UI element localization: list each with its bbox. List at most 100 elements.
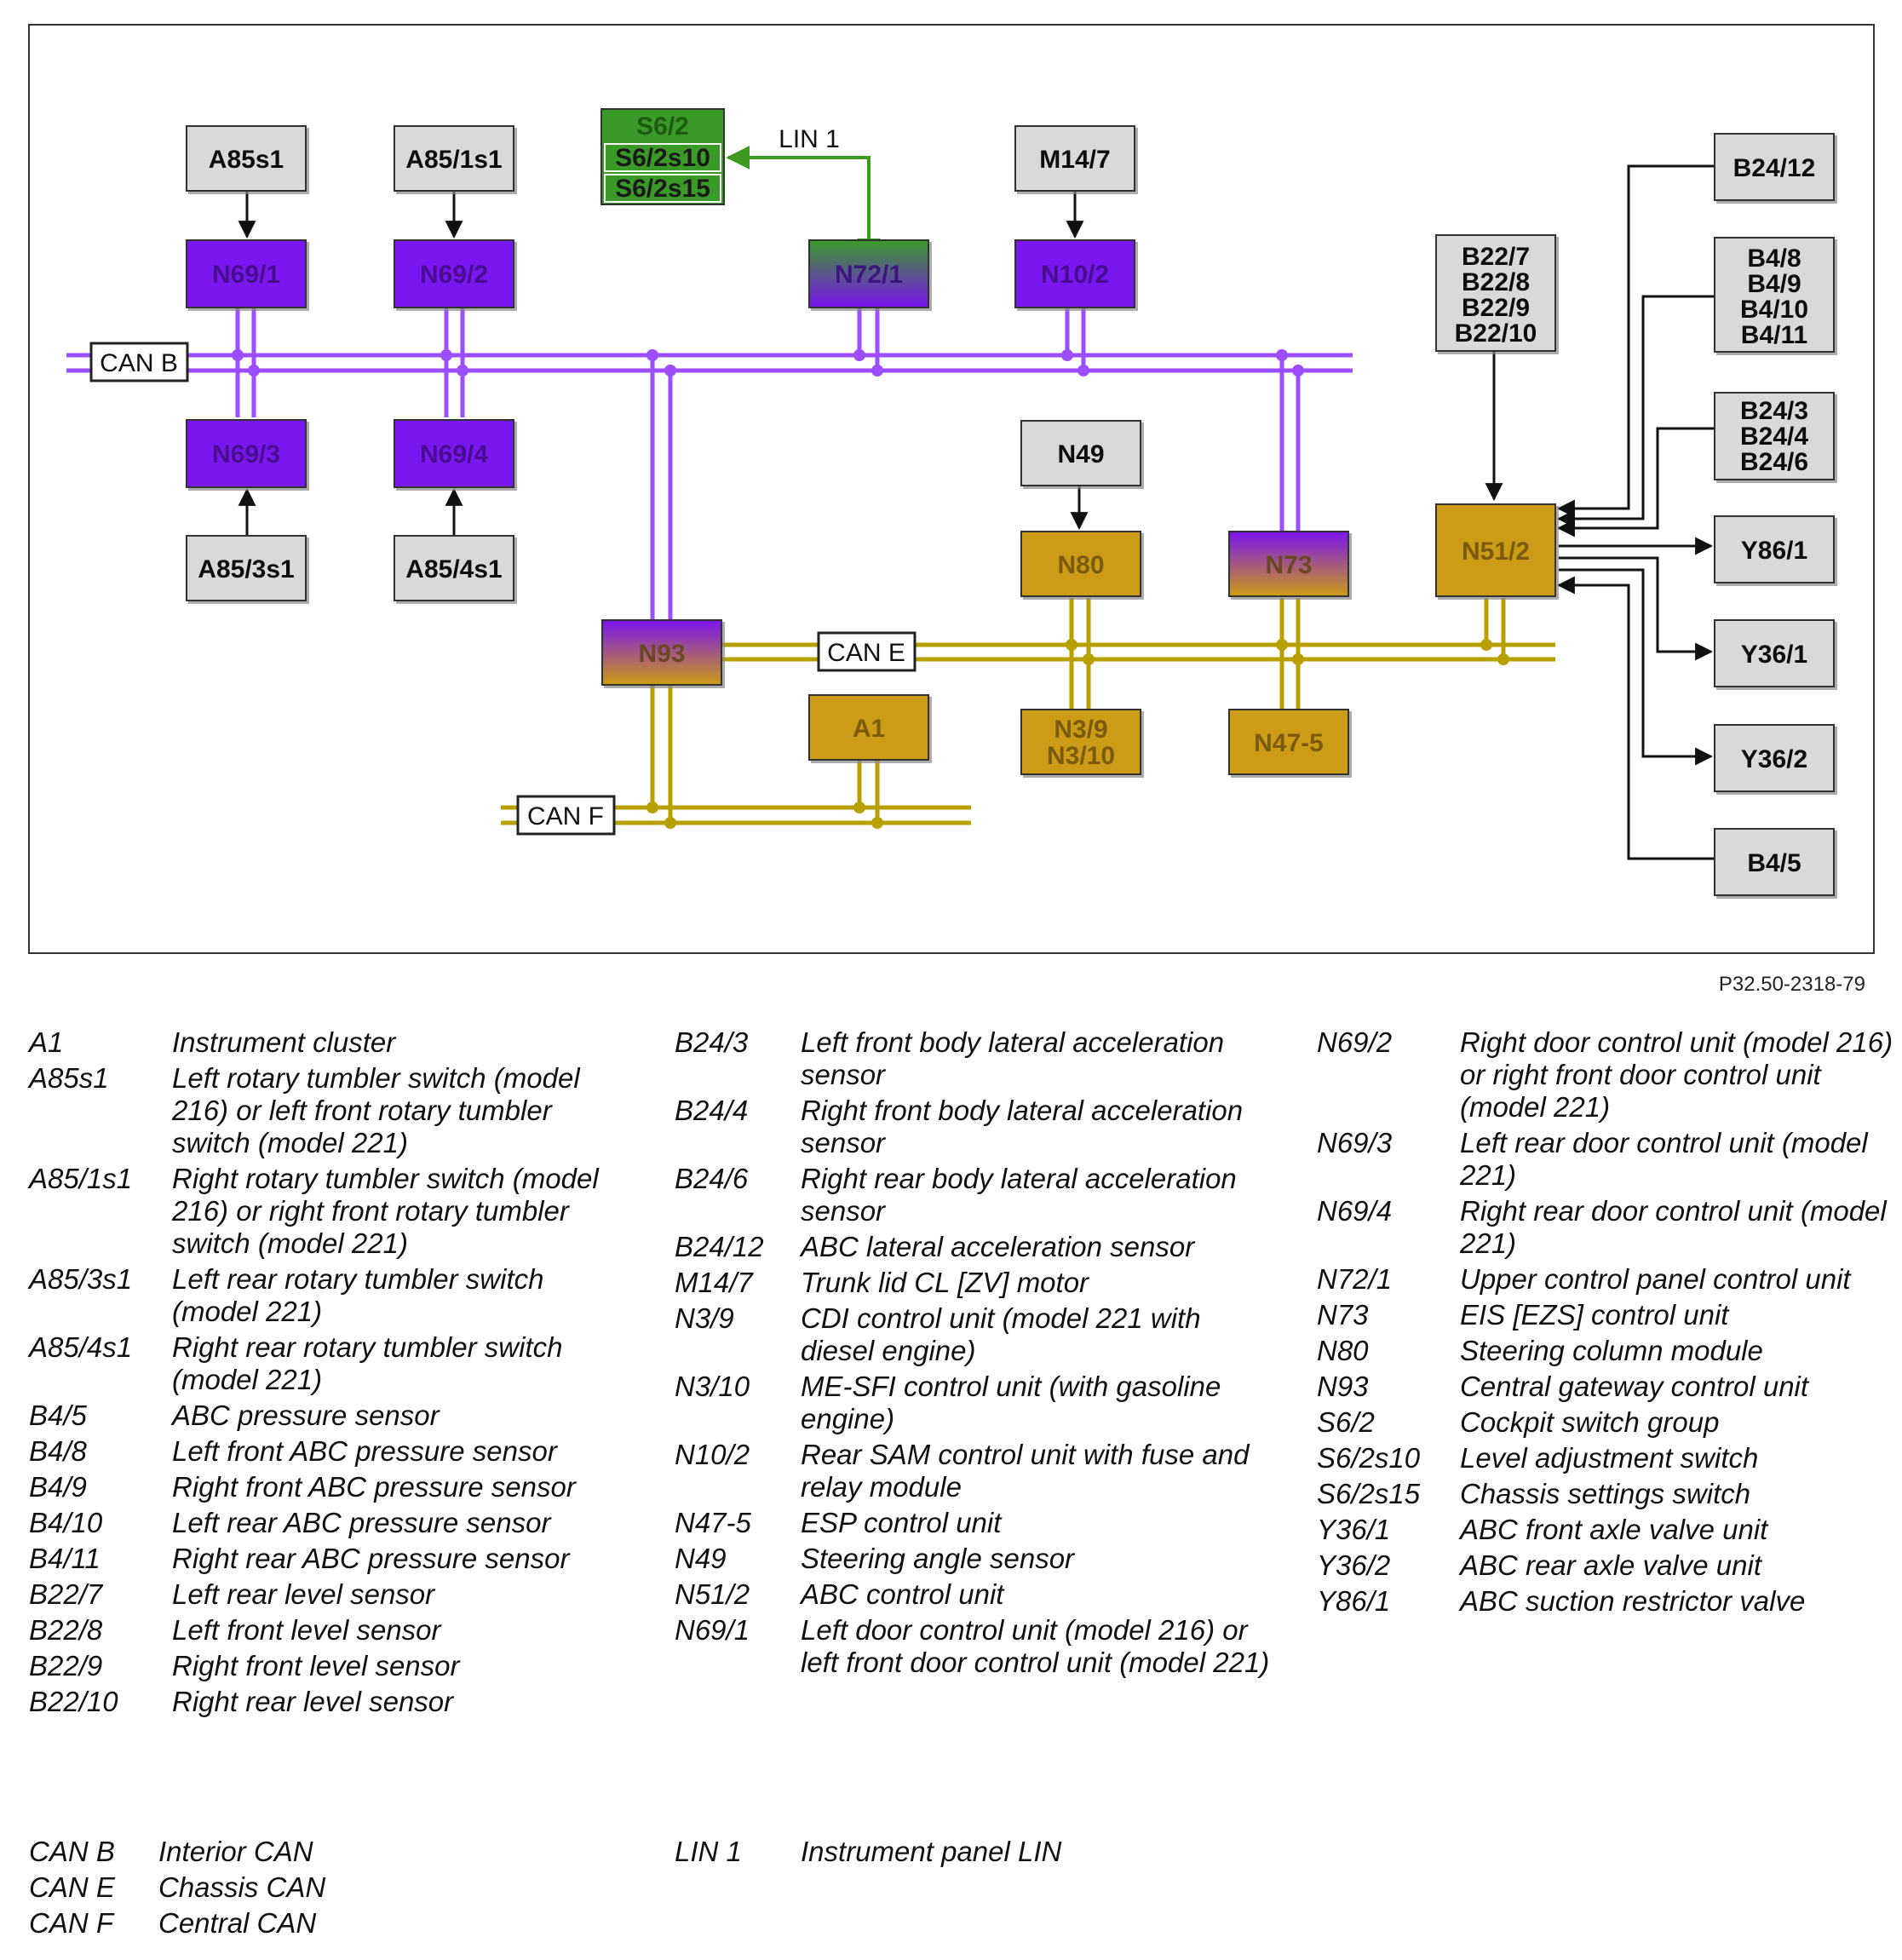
legend-code: Y86/1 bbox=[1317, 1585, 1391, 1617]
svg-text:N47-5: N47-5 bbox=[1254, 729, 1324, 757]
legend-code: B24/6 bbox=[675, 1163, 749, 1194]
legend-description: Chassis CAN bbox=[158, 1871, 326, 1903]
legend-code: CAN B bbox=[29, 1836, 115, 1867]
legend-code: N69/2 bbox=[1317, 1026, 1393, 1058]
legend-entry: N3/9 CDI control unit (model 221 with die… bbox=[675, 1302, 1271, 1367]
legend-code: B22/10 bbox=[29, 1686, 118, 1717]
legend-description: Central gateway control unit bbox=[1460, 1371, 1809, 1402]
legend-description: Left rotary tumbler switch (model 216) o… bbox=[172, 1062, 580, 1158]
component-n10-2: N10/2 bbox=[1014, 239, 1135, 308]
svg-text:B4/9: B4/9 bbox=[1747, 270, 1801, 298]
legend-description: Chassis settings switch bbox=[1460, 1478, 1751, 1509]
legend-code: A1 bbox=[29, 1026, 64, 1058]
network-diagram: CAN B CAN E CAN F LIN 1 A85s1 A85/1s1 A8… bbox=[28, 24, 1875, 954]
signal-arrows bbox=[238, 164, 1714, 860]
legend-description: ABC front axle valve unit bbox=[1460, 1514, 1768, 1545]
component-b22-group: B22/7 B22/8 B22/9 B22/10 bbox=[1435, 234, 1556, 352]
legend-code: N49 bbox=[675, 1543, 727, 1574]
legend-description: ABC control unit bbox=[801, 1578, 1004, 1610]
svg-text:B4/10: B4/10 bbox=[1740, 296, 1808, 324]
legend-description: ESP control unit bbox=[801, 1507, 1002, 1538]
can-b-label: CAN B bbox=[100, 349, 178, 377]
legend-code: A85s1 bbox=[29, 1062, 109, 1094]
svg-text:Y36/2: Y36/2 bbox=[1741, 745, 1807, 773]
lin-1-label: LIN 1 bbox=[779, 125, 840, 153]
component-n73: N73 bbox=[1228, 531, 1349, 597]
legend-entry: A85s1 Left rotary tumbler switch (model 2… bbox=[29, 1062, 608, 1159]
lin-1-line bbox=[726, 146, 881, 262]
legend-description: ABC suction restrictor valve bbox=[1460, 1585, 1806, 1617]
svg-text:B24/12: B24/12 bbox=[1733, 154, 1816, 182]
legend-entry: Y86/1 ABC suction restrictor valve bbox=[1317, 1585, 1896, 1618]
svg-text:A1: A1 bbox=[853, 715, 885, 743]
svg-text:M14/7: M14/7 bbox=[1039, 146, 1110, 174]
legend-description: Left door control unit (model 216) or le… bbox=[801, 1614, 1270, 1678]
legend-entry: B4/9 Right front ABC pressure sensor bbox=[29, 1471, 608, 1503]
svg-text:N69/3: N69/3 bbox=[212, 440, 280, 468]
svg-text:N80: N80 bbox=[1057, 551, 1104, 579]
legend-description: Left rear level sensor bbox=[172, 1578, 435, 1610]
legend-code: N3/9 bbox=[675, 1302, 734, 1334]
legend-description: Right rear door control unit (model 221) bbox=[1460, 1195, 1887, 1259]
legend-code: N93 bbox=[1317, 1371, 1369, 1402]
svg-text:Y86/1: Y86/1 bbox=[1741, 537, 1807, 565]
component-n93: N93 bbox=[601, 619, 722, 686]
svg-text:A85s1: A85s1 bbox=[209, 146, 284, 174]
legend-code: B4/9 bbox=[29, 1471, 87, 1503]
component-n69-3: N69/3 bbox=[186, 419, 307, 488]
legend-description: CDI control unit (model 221 with diesel … bbox=[801, 1302, 1201, 1366]
component-a1: A1 bbox=[808, 694, 929, 761]
can-b-junctions bbox=[232, 349, 1304, 376]
legend-description: Right front ABC pressure sensor bbox=[172, 1471, 576, 1503]
legend-description: Central CAN bbox=[158, 1907, 317, 1939]
component-b4-5: B4/5 bbox=[1714, 828, 1835, 896]
legend-description: Steering column module bbox=[1460, 1335, 1763, 1366]
svg-text:B4/8: B4/8 bbox=[1747, 244, 1801, 273]
legend-description: ABC rear axle valve unit bbox=[1460, 1549, 1761, 1581]
component-a85-3s1: A85/3s1 bbox=[186, 535, 307, 601]
svg-text:N3/9: N3/9 bbox=[1054, 716, 1107, 744]
component-a85-4s1: A85/4s1 bbox=[394, 535, 514, 601]
legend-description: Cockpit switch group bbox=[1460, 1406, 1720, 1438]
svg-text:B22/7: B22/7 bbox=[1462, 243, 1530, 271]
component-m14-7: M14/7 bbox=[1014, 125, 1135, 192]
legend-entry: N93 Central gateway control unit bbox=[1317, 1371, 1896, 1403]
legend-code: S6/2s10 bbox=[1317, 1442, 1421, 1474]
svg-text:B24/6: B24/6 bbox=[1740, 448, 1808, 476]
svg-text:B4/11: B4/11 bbox=[1741, 321, 1807, 349]
diagram-frame bbox=[28, 24, 1875, 954]
legend-code: Y36/1 bbox=[1317, 1514, 1391, 1545]
svg-text:N72/1: N72/1 bbox=[835, 261, 903, 289]
legend-code: B4/10 bbox=[29, 1507, 103, 1538]
component-y86-1: Y86/1 bbox=[1714, 515, 1835, 583]
component-n3-9-n3-10: N3/9 N3/10 bbox=[1020, 709, 1141, 775]
legend-description: EIS [EZS] control unit bbox=[1460, 1299, 1729, 1331]
legend-code: A85/4s1 bbox=[29, 1331, 133, 1363]
component-a85s1: A85s1 bbox=[186, 125, 307, 192]
legend-description: Right rear ABC pressure sensor bbox=[172, 1543, 570, 1574]
svg-text:B22/10: B22/10 bbox=[1455, 319, 1537, 348]
legend-description: Right rotary tumbler switch (model 216) … bbox=[172, 1163, 599, 1259]
